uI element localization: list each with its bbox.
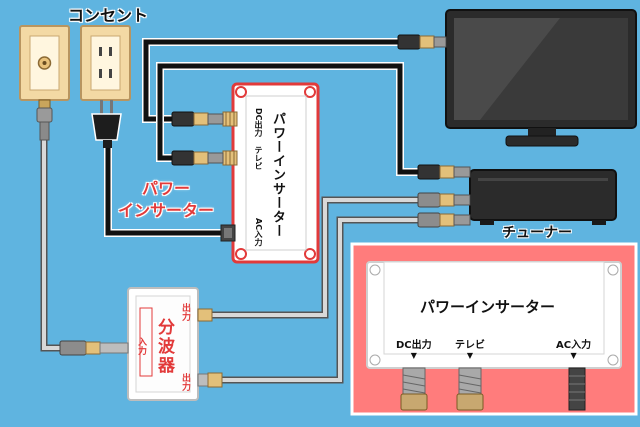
inserter-tv-port	[222, 150, 238, 166]
splitter-label: 分波器	[154, 318, 174, 375]
black-cable-plug-to-inserter-ac	[104, 145, 222, 237]
tv-cable-connector	[171, 150, 224, 166]
power-wall-outlet	[80, 25, 131, 101]
power-inserter-callout-line2: インサーター	[118, 201, 215, 220]
gray-cable-splitter-to-tuner-1	[205, 196, 418, 319]
power-plug	[91, 100, 122, 148]
detail-panel	[350, 242, 638, 416]
detail-tv-text: テレビ	[455, 340, 485, 351]
detail-ac-connector	[568, 367, 586, 411]
detail-dc-out-label: DC出力 ▼	[396, 336, 432, 361]
splitter-output-bottom-label: 出力	[180, 373, 190, 391]
power-inserter-box-title: パワーインサーター	[270, 112, 285, 238]
black-cable-inserter-tv-to-tuner	[156, 62, 418, 176]
inserter-dc-port	[222, 111, 238, 127]
splitter-unit	[127, 287, 199, 401]
gray-cable-splitter-to-tuner-2	[220, 216, 418, 384]
splitter-input-connector	[59, 340, 129, 356]
splitter-output-connector-top	[197, 308, 213, 322]
down-arrow-icon: ▼	[410, 351, 417, 360]
detail-ac-in-text: AC入力	[556, 340, 592, 351]
splitter-output-connector-bottom	[197, 372, 223, 388]
power-inserter-unit	[231, 82, 320, 264]
outlet-label: コンセント	[68, 6, 149, 25]
down-arrow-icon: ▼	[570, 351, 577, 360]
cable-group	[40, 38, 418, 384]
inserter-ac-port	[220, 224, 236, 242]
tuner-label: チューナー	[502, 225, 572, 241]
tv-cable-connector-at-tv	[397, 34, 447, 50]
power-inserter-callout-line1: パワー	[142, 179, 191, 198]
detail-tv-connector	[456, 367, 484, 411]
tv-set	[445, 9, 637, 147]
splitter-input-label: 入力	[136, 337, 146, 355]
detail-ac-in-label: AC入力 ▼	[556, 336, 591, 361]
tuner-connector-gray-1	[417, 192, 471, 208]
tuner-box	[469, 169, 617, 225]
dc-cable-connector	[171, 111, 224, 127]
inserter-dc-out-label: DC出力	[254, 108, 263, 137]
detail-dc-connector	[400, 367, 428, 411]
detail-tv-label: テレビ ▼	[455, 336, 485, 361]
down-arrow-icon: ▼	[466, 351, 474, 360]
antenna-wall-outlet	[19, 25, 70, 101]
splitter-output-top-label: 出力	[180, 303, 190, 321]
inserter-tv-label: テレビ	[254, 146, 263, 170]
detail-title: パワーインサーター	[420, 298, 556, 316]
tuner-connector-black	[417, 164, 471, 180]
power-inserter-callout-label: パワー インサーター	[118, 178, 214, 222]
gray-cable-antenna-to-splitter	[40, 120, 72, 352]
inserter-ac-in-label: AC入力	[254, 218, 263, 247]
detail-dc-out-text: DC出力	[396, 340, 432, 351]
antenna-connector	[36, 99, 53, 141]
tuner-connector-gray-2	[417, 212, 471, 228]
